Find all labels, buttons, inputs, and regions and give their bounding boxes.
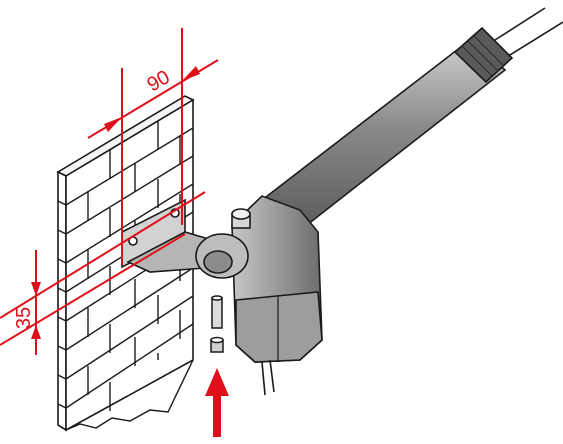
wall-broken-edge xyxy=(57,359,194,431)
arrowhead-90-left xyxy=(104,117,122,132)
motor-lower-body xyxy=(235,291,323,363)
push-rod-upper xyxy=(494,7,546,41)
dim-guide-lower xyxy=(0,233,186,346)
pivot-nut-top xyxy=(210,336,224,344)
actuator-tube xyxy=(260,38,507,234)
arrow-up-icon xyxy=(205,368,229,437)
power-cable xyxy=(261,359,275,396)
pivot-pin-top xyxy=(211,295,223,301)
pivot-bolt-head xyxy=(231,208,251,220)
pivot-pin-assembly xyxy=(210,295,224,353)
end-cap-grip xyxy=(461,35,505,77)
dim-guide-upper xyxy=(0,191,206,319)
insertion-arrow-head xyxy=(205,368,229,396)
pivot-hole xyxy=(203,250,233,274)
push-rod-lower xyxy=(504,21,563,59)
actuator-end-cap xyxy=(453,26,514,84)
pivot-pin xyxy=(211,297,223,329)
gate-actuator xyxy=(195,7,563,396)
arrowhead-35-bottom xyxy=(31,325,41,339)
dimension-arrowheads xyxy=(31,66,200,339)
insertion-arrow-shaft xyxy=(213,392,221,437)
dim-label-35: 35 xyxy=(13,307,35,329)
wall-side-face xyxy=(57,170,67,432)
arrowhead-90-right xyxy=(182,66,200,81)
dim-label-90: 90 xyxy=(144,66,174,96)
arrowhead-35-top xyxy=(31,282,41,296)
